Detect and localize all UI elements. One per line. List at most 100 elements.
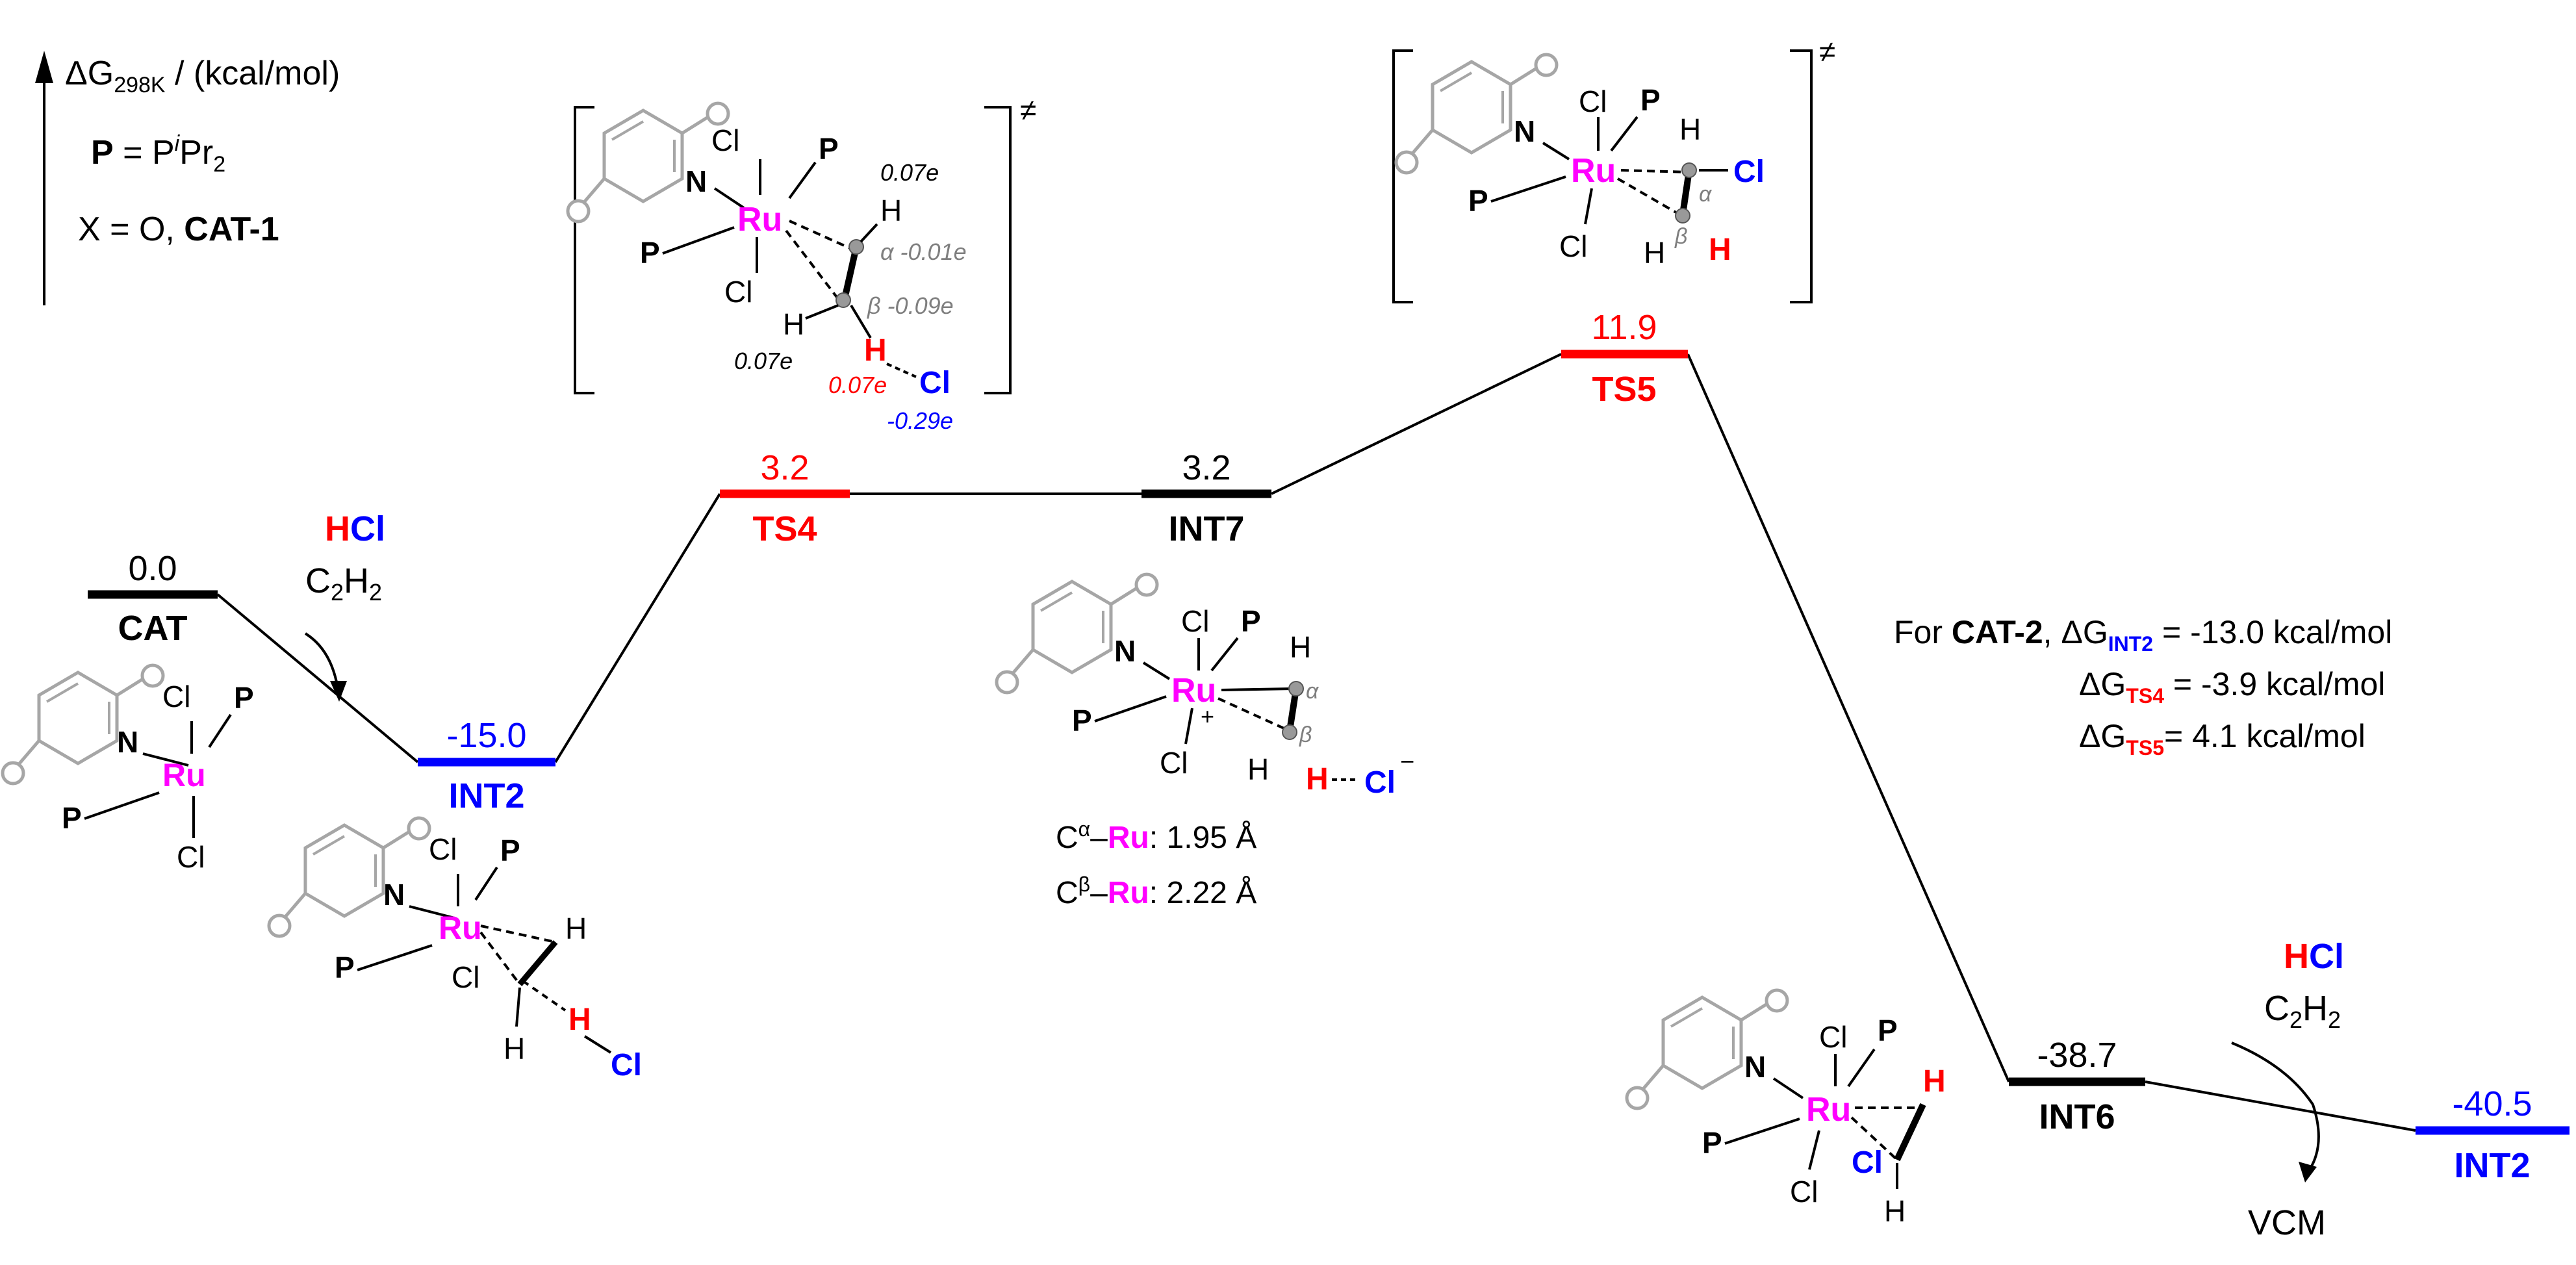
svg-text:Cl: Cl bbox=[1364, 765, 1396, 800]
svg-text:P: P bbox=[1640, 83, 1661, 117]
svg-text:H: H bbox=[565, 912, 587, 945]
svg-text:H: H bbox=[504, 1032, 525, 1066]
svg-text:Cl: Cl bbox=[1559, 229, 1587, 263]
svg-text:P: P bbox=[1702, 1126, 1722, 1160]
svg-text:P: P bbox=[500, 834, 520, 867]
svg-text:β -0.09e: β -0.09e bbox=[867, 292, 954, 319]
energy-value: 3.2 bbox=[1182, 448, 1231, 487]
svg-text:H: H bbox=[1923, 1064, 1946, 1099]
svg-text:H: H bbox=[1306, 762, 1329, 797]
svg-text:0.07e: 0.07e bbox=[734, 348, 793, 374]
svg-text:H: H bbox=[783, 307, 804, 341]
energy-value: 0.0 bbox=[128, 549, 177, 588]
state-label: CAT bbox=[118, 609, 188, 648]
x-definition: X = O, CAT-1 bbox=[78, 211, 279, 248]
state-int7: 3.2 INT7 bbox=[1141, 448, 1271, 548]
svg-text:Cl: Cl bbox=[1181, 604, 1209, 638]
svg-text:H: H bbox=[1644, 236, 1665, 270]
state-label: INT2 bbox=[2454, 1146, 2530, 1185]
svg-text:P: P bbox=[234, 681, 254, 715]
energy-value: 3.2 bbox=[760, 448, 809, 487]
state-int6: -38.7 INT6 bbox=[2009, 1036, 2145, 1136]
state-ts4: 3.2 TS4 bbox=[720, 448, 850, 548]
svg-text:P: P bbox=[819, 132, 839, 166]
svg-text:Cl: Cl bbox=[711, 123, 739, 157]
svg-text:+: + bbox=[1201, 703, 1214, 730]
state-label: INT2 bbox=[448, 776, 524, 815]
svg-text:β: β bbox=[1674, 224, 1687, 249]
cat2-note: For CAT-2, ΔGINT2 = -13.0 kcal/mol ΔGTS4… bbox=[1894, 614, 2392, 760]
c-alpha-ru-distance: Cα–Ru: 1.95 Å bbox=[1056, 817, 1256, 855]
svg-text:α: α bbox=[1699, 182, 1713, 207]
svg-text:N: N bbox=[1744, 1050, 1766, 1084]
ru-atom: Ru bbox=[1171, 672, 1216, 709]
svg-text:P: P bbox=[1468, 184, 1488, 218]
reagent-in-1: HCl C2H2 bbox=[304, 509, 385, 702]
cat2-ts4-line: ΔGTS4 = -3.9 kcal/mol bbox=[2079, 666, 2385, 708]
svg-text:Cl: Cl bbox=[919, 366, 950, 400]
energy-value: -38.7 bbox=[2037, 1036, 2117, 1075]
energy-axis bbox=[35, 51, 53, 305]
cat-structure: N Cl P Ru P Cl bbox=[3, 665, 254, 874]
svg-text:H: H bbox=[568, 1003, 591, 1037]
cat2-ts5-line: ΔGTS5= 4.1 kcal/mol bbox=[2079, 718, 2366, 760]
svg-text:N: N bbox=[1114, 634, 1136, 668]
svg-text:H: H bbox=[1290, 630, 1311, 664]
svg-text:H: H bbox=[1884, 1194, 1906, 1228]
svg-text:Cl: Cl bbox=[611, 1048, 642, 1082]
svg-text:H: H bbox=[864, 333, 887, 368]
ru-atom: Ru bbox=[439, 910, 482, 946]
svg-text:H: H bbox=[1247, 752, 1269, 786]
svg-text:H: H bbox=[880, 194, 902, 227]
reagent-in-2: HCl C2H2 VCM bbox=[2231, 937, 2344, 1242]
p-definition: P = PiPr2 bbox=[91, 131, 225, 177]
svg-text:≠: ≠ bbox=[1819, 34, 1835, 68]
state-cat: 0.0 CAT bbox=[88, 549, 218, 648]
svg-text:Cl: Cl bbox=[1852, 1145, 1883, 1180]
svg-text:0.07e: 0.07e bbox=[880, 159, 939, 186]
svg-text:Cl: Cl bbox=[1579, 84, 1607, 118]
state-label: TS4 bbox=[752, 509, 817, 548]
c-beta-ru-distance: Cβ–Ru: 2.22 Å bbox=[1056, 873, 1256, 910]
svg-text:P: P bbox=[1072, 704, 1092, 737]
axis-label: ΔG298K / (kcal/mol) bbox=[65, 55, 340, 97]
ru-atom: Ru bbox=[1571, 152, 1616, 190]
svg-text:Cl: Cl bbox=[724, 275, 752, 309]
energy-value: -15.0 bbox=[446, 716, 526, 755]
svg-text:β: β bbox=[1299, 722, 1312, 747]
int6-structure: N Cl P Ru P Cl H Cl H bbox=[1627, 990, 1946, 1228]
energy-value: 11.9 bbox=[1591, 308, 1657, 347]
ru-atom: Ru bbox=[162, 757, 206, 793]
state-int2-final: -40.5 INT2 bbox=[2416, 1084, 2570, 1185]
svg-text:P: P bbox=[62, 801, 82, 835]
profile-connectors bbox=[216, 353, 2416, 1132]
svg-text:α: α bbox=[1306, 679, 1320, 704]
ts5-structure: ≠ N Cl P Ru P Cl H Cl H H α β bbox=[1392, 34, 1835, 303]
svg-text:-0.29e: -0.29e bbox=[887, 407, 953, 434]
cat2-int2-line: For CAT-2, ΔGINT2 = -13.0 kcal/mol bbox=[1894, 614, 2392, 656]
ru-atom: Ru bbox=[1806, 1091, 1851, 1129]
svg-text:N: N bbox=[685, 164, 707, 198]
svg-text:H: H bbox=[1679, 112, 1701, 146]
svg-text:H: H bbox=[1709, 233, 1731, 267]
svg-text:Cl: Cl bbox=[452, 960, 479, 994]
state-label: INT7 bbox=[1168, 509, 1244, 548]
state-label: INT6 bbox=[2039, 1097, 2115, 1136]
svg-text:Cl: Cl bbox=[429, 832, 457, 866]
int2-structure: N Cl P Ru P Cl H H H Cl bbox=[269, 818, 642, 1082]
svg-text:P: P bbox=[640, 236, 660, 270]
svg-text:Cl: Cl bbox=[177, 840, 205, 874]
ts4-structure: ≠ N Cl P Ru P Cl H H H Cl 0.07e α -0.01e… bbox=[568, 93, 1036, 434]
svg-text:Cl: Cl bbox=[162, 680, 190, 713]
svg-text:P: P bbox=[1878, 1014, 1898, 1047]
svg-text:Cl: Cl bbox=[1790, 1175, 1818, 1208]
svg-text:P: P bbox=[335, 951, 355, 984]
c2h2-label: C2H2 bbox=[2264, 989, 2341, 1033]
energy-value: -40.5 bbox=[2452, 1084, 2532, 1123]
svg-text:N: N bbox=[117, 725, 138, 759]
state-label: TS5 bbox=[1592, 370, 1656, 409]
svg-text:Cl: Cl bbox=[1733, 155, 1765, 189]
svg-text:Cl: Cl bbox=[1819, 1020, 1847, 1054]
svg-text:P: P bbox=[1241, 604, 1261, 638]
